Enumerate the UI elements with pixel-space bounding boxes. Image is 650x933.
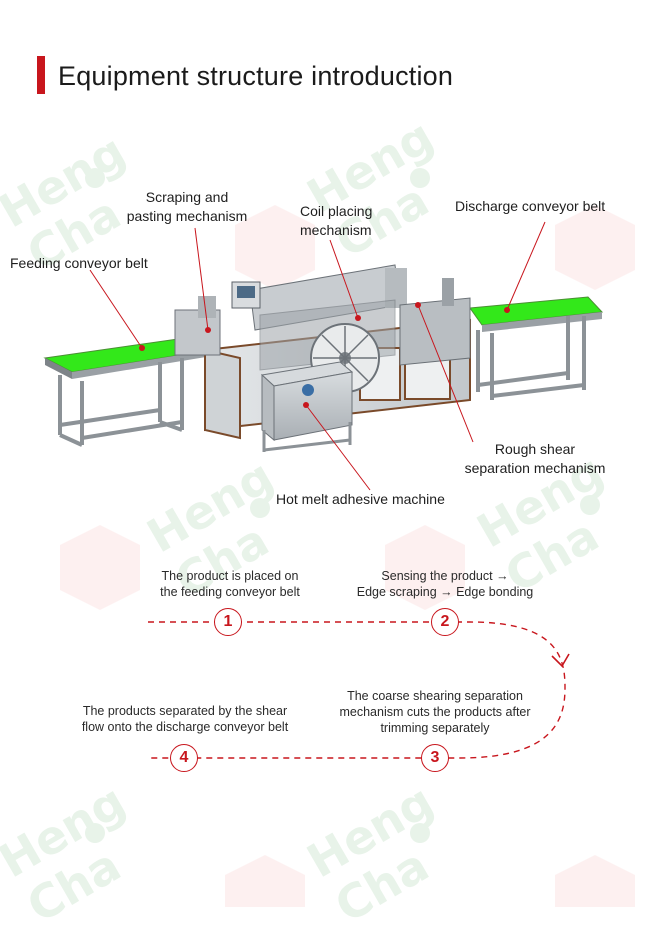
step-2-text: Sensing the product → Edge scraping → Ed… <box>356 569 534 599</box>
discharge-conveyor <box>469 296 604 400</box>
watermark-text: Cha <box>326 837 438 933</box>
leader-lines <box>89 221 546 491</box>
label-feeding-conveyor: Feeding conveyor belt <box>10 255 148 271</box>
label-discharge-conveyor: Discharge conveyor belt <box>455 198 606 214</box>
label-coil-placing: Coil placing mechanism <box>300 203 373 238</box>
label-scraping-mechanism: Scraping and pasting mechanism <box>126 189 248 224</box>
hot-melt-machine <box>260 361 354 452</box>
watermark-text: Cha <box>18 837 130 933</box>
step-2-number: 2 <box>431 608 459 636</box>
step-3-number: 3 <box>421 744 449 772</box>
flow-arrow-icon <box>551 653 570 668</box>
process-flow-line <box>148 621 570 759</box>
step-3-text: The coarse shearing separation mechanism… <box>339 689 531 735</box>
label-rough-shear: Rough shear separation mechanism <box>464 441 606 476</box>
page-title: Equipment structure introduction <box>58 61 454 91</box>
feeding-conveyor <box>43 337 214 447</box>
step-4-text: The products separated by the shear flow… <box>81 704 289 734</box>
machine-illustration <box>43 221 604 491</box>
title-accent-bar <box>37 56 45 94</box>
step-1-text: The product is placed on the feeding con… <box>160 569 300 599</box>
step-4-number: 4 <box>170 744 198 772</box>
label-hot-melt-machine: Hot melt adhesive machine <box>276 491 445 507</box>
step-1-number: 1 <box>214 608 242 636</box>
watermark-text: Heng <box>298 773 443 889</box>
watermark-text: Heng <box>0 773 135 889</box>
